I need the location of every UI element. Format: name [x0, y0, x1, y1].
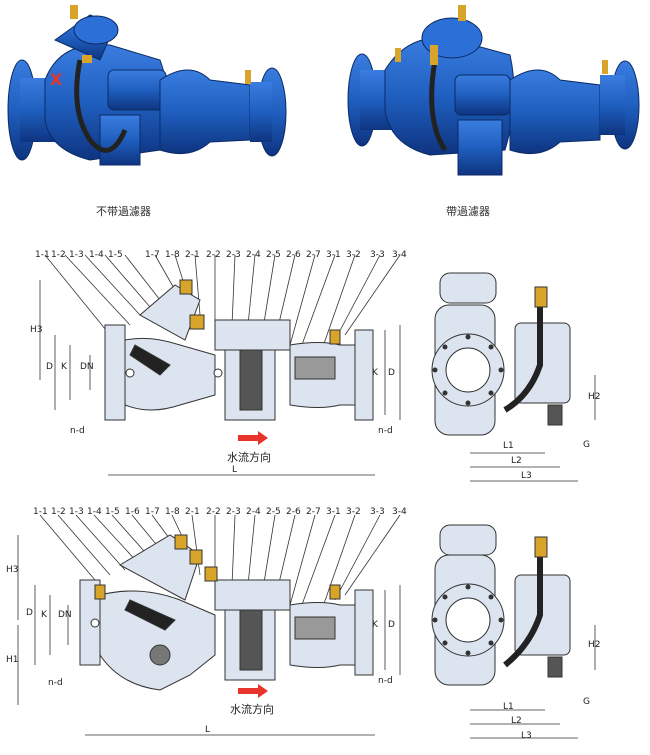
part-label: 2-7: [306, 507, 321, 517]
caption-with-filter: 帶過濾器: [446, 205, 490, 218]
caption-without-filter: 不带過濾器: [96, 205, 151, 218]
dim-d: D: [26, 608, 33, 618]
part-label: 2-7: [306, 250, 321, 260]
dim-h2: H2: [588, 392, 601, 402]
part-label: 2-6: [286, 507, 301, 517]
part-label: 1-7: [145, 250, 160, 260]
dim-d: D: [46, 362, 53, 372]
part-label: 1-1: [33, 507, 48, 517]
dim-dn: DN: [80, 362, 94, 372]
part-label: 2-2: [206, 507, 221, 517]
dim-n-d: n-d: [70, 426, 85, 436]
part-label: 1-6: [125, 507, 140, 517]
part-label: 3-3: [370, 507, 385, 517]
dim-g: G: [583, 697, 590, 707]
part-label: 2-5: [266, 250, 281, 260]
part-label: 2-3: [226, 250, 241, 260]
dim-l1: L1: [503, 441, 514, 451]
dim-l: L: [232, 465, 238, 475]
part-label: 1-8: [165, 250, 180, 260]
part-label: 1-8: [165, 507, 180, 517]
part-label: 3-4: [392, 250, 407, 260]
dim-h1: H1: [6, 655, 19, 665]
part-label: 1-4: [87, 507, 102, 517]
part-label: 2-1: [185, 507, 200, 517]
drawing-1-section: [0, 245, 650, 490]
dim-l1: L1: [503, 702, 514, 712]
photo-valve-without-filter: X: [0, 0, 300, 200]
part-label: 1-5: [108, 250, 123, 260]
dim-l2: L2: [511, 716, 522, 726]
drawing-2-section: [0, 505, 650, 755]
dim-n-d: n-d: [48, 678, 63, 688]
part-label: 3-2: [346, 507, 361, 517]
dim-n-d-right: n-d: [378, 426, 393, 436]
flow-direction-label: 水流方向: [230, 703, 274, 716]
part-label: 1-7: [145, 507, 160, 517]
flow-direction-label: 水流方向: [227, 451, 271, 464]
dim-k-right: K: [372, 368, 378, 378]
part-label: 1-5: [105, 507, 120, 517]
svg-text:X: X: [50, 70, 63, 89]
part-label: 3-3: [370, 250, 385, 260]
part-label: 2-4: [246, 507, 261, 517]
dim-h3: H3: [6, 565, 19, 575]
part-label: 2-3: [226, 507, 241, 517]
part-label: 3-2: [346, 250, 361, 260]
part-label: 1-2: [51, 507, 66, 517]
dim-k: K: [61, 362, 67, 372]
part-label: 1-4: [89, 250, 104, 260]
dim-k-right: K: [372, 620, 378, 630]
drawing-2-part-labels: 1-1 1-2 1-3 1-4 1-5 1-6 1-7 1-8 2-1 2-2 …: [0, 507, 420, 519]
part-label: 2-2: [206, 250, 221, 260]
dim-d-right: D: [388, 368, 395, 378]
dim-l: L: [205, 725, 211, 735]
dim-l3: L3: [521, 471, 532, 481]
part-label: 2-5: [266, 507, 281, 517]
dim-l2: L2: [511, 456, 522, 466]
part-label: 3-1: [326, 250, 341, 260]
part-label: 3-1: [326, 507, 341, 517]
dim-dn: DN: [58, 610, 72, 620]
dim-h3: H3: [30, 325, 43, 335]
dim-l3: L3: [521, 731, 532, 741]
dim-k: K: [41, 610, 47, 620]
drawing-1-part-labels: 1-1 1-2 1-3 1-4 1-5 1-7 1-8 2-1 2-2 2-3 …: [0, 250, 420, 262]
photo-valve-with-filter: [340, 0, 650, 200]
dim-d-right: D: [388, 620, 395, 630]
part-label: 1-3: [69, 250, 84, 260]
dim-n-d-right: n-d: [378, 676, 393, 686]
dim-g: G: [583, 440, 590, 450]
part-label: 1-1: [35, 250, 50, 260]
part-label: 3-4: [392, 507, 407, 517]
part-label: 1-2: [51, 250, 66, 260]
part-label: 1-3: [69, 507, 84, 517]
part-label: 2-4: [246, 250, 261, 260]
part-label: 2-1: [185, 250, 200, 260]
part-label: 2-6: [286, 250, 301, 260]
dim-h2: H2: [588, 640, 601, 650]
